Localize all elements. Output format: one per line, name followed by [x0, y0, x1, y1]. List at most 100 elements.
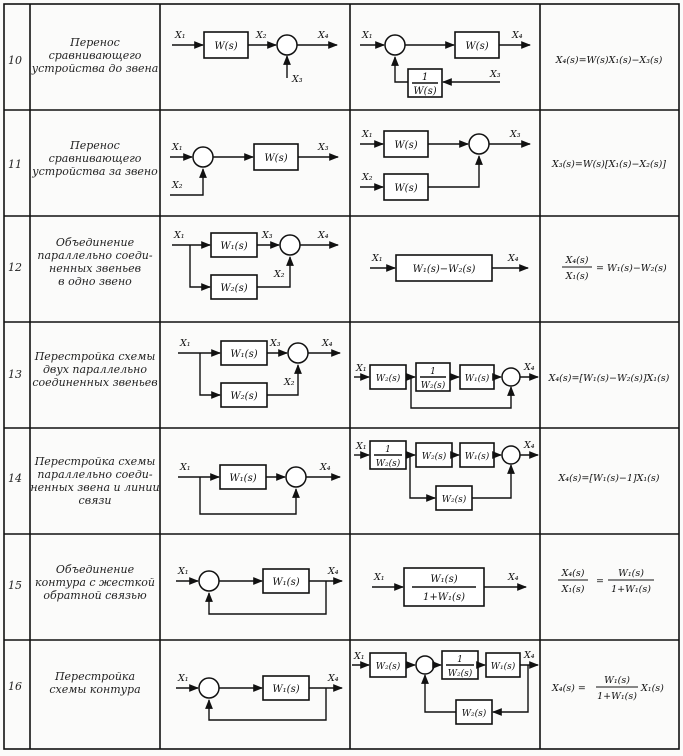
- svg-text:W(s): W(s): [413, 86, 436, 97]
- block-w1: [219, 464, 267, 490]
- comparator: [287, 342, 309, 364]
- row-title: Перестройка схемы параллельно соеди- нен…: [30, 455, 159, 507]
- block-w1: [262, 675, 310, 701]
- svg-text:Объединение: Объединение: [56, 236, 135, 249]
- comparator: [279, 234, 301, 256]
- formula: X₄(s)=[W₁(s)−1]X₁(s): [558, 473, 660, 484]
- svg-text:X₁: X₁: [179, 462, 191, 473]
- svg-text:W₂(s): W₂(s): [462, 708, 487, 719]
- svg-text:X₁: X₁: [171, 142, 183, 153]
- row-title: Объединение параллельно соеди- ненных зв…: [37, 236, 152, 288]
- equivalent-diagram: W₂(s) 1 W₂(s) W₁(s) W₂(s) X₁ X₄: [352, 650, 539, 725]
- comparator: [501, 445, 521, 465]
- row-14: 14 Перестройка схемы параллельно соеди- …: [8, 440, 660, 515]
- svg-text:X₂: X₂: [255, 30, 267, 41]
- svg-text:X₄: X₄: [317, 230, 329, 241]
- feedback-block-w2: [455, 699, 493, 725]
- svg-text:X₁: X₁: [173, 230, 185, 241]
- svg-text:X₃: X₃: [509, 129, 521, 140]
- original-diagram: W(s) X₁ X₂ X₃: [170, 142, 339, 196]
- svg-text:W₁(s): W₁(s): [229, 473, 256, 484]
- row-title: Перенос сравнивающего устройства до звен…: [31, 36, 159, 75]
- svg-text:соединенных звеньев: соединенных звеньев: [32, 376, 157, 389]
- transfer-block: [383, 173, 429, 201]
- svg-text:W₁(s): W₁(s): [272, 684, 299, 695]
- svg-text:Перестройка схемы: Перестройка схемы: [34, 350, 156, 363]
- formula: X₄(s)=W(s)X₁(s)−X₃(s): [555, 55, 663, 66]
- svg-text:контура с жесткой: контура с жесткой: [35, 576, 155, 589]
- svg-text:X₃: X₃: [269, 338, 281, 349]
- svg-text:X₂: X₂: [283, 377, 295, 388]
- svg-text:W(s): W(s): [394, 183, 417, 194]
- svg-text:1: 1: [422, 72, 428, 83]
- svg-text:X₁(s): X₁(s): [565, 271, 589, 282]
- svg-text:W₂(s): W₂(s): [448, 668, 473, 679]
- comparator: [468, 133, 490, 155]
- row-number: 13: [8, 368, 22, 381]
- svg-text:W₂(s): W₂(s): [376, 661, 401, 672]
- svg-text:параллельно соеди-: параллельно соеди-: [37, 249, 152, 262]
- comparator: [198, 570, 220, 592]
- block-w1: [485, 652, 521, 678]
- svg-text:X₄(s) =: X₄(s) =: [551, 683, 586, 694]
- row-number: 15: [8, 579, 22, 592]
- row-title: Перенос сравнивающего устройства за звен…: [31, 139, 158, 178]
- svg-text:W₁(s): W₁(s): [465, 373, 490, 384]
- svg-text:1+W₁(s): 1+W₁(s): [423, 592, 465, 603]
- svg-text:X₄: X₄: [523, 362, 535, 373]
- formula: X₃(s)=W(s)[X₁(s)−X₂(s)]: [551, 159, 666, 170]
- svg-text:X₁: X₁: [177, 566, 189, 577]
- svg-text:=: =: [596, 576, 604, 587]
- svg-text:X₂: X₂: [273, 269, 285, 280]
- svg-text:W₂(s): W₂(s): [376, 458, 401, 469]
- svg-text:1: 1: [430, 367, 436, 377]
- svg-text:X₃: X₃: [291, 74, 303, 85]
- comparator: [501, 367, 521, 387]
- svg-text:X₁: X₁: [177, 673, 189, 684]
- comparator: [384, 34, 406, 56]
- row-number: 16: [8, 680, 22, 693]
- svg-text:Перестройка схемы: Перестройка схемы: [34, 455, 156, 468]
- combined-block: [395, 254, 493, 282]
- row-11: 11 Перенос сравнивающего устройства за з…: [8, 129, 666, 201]
- svg-text:в одно звено: в одно звено: [58, 275, 132, 288]
- svg-text:Перенос: Перенос: [69, 36, 120, 49]
- svg-text:X₁: X₁: [353, 651, 365, 662]
- formula: X₄(s) X₁(s) = W₁(s)−W₂(s): [562, 255, 667, 282]
- formula: X₄(s) = W₁(s) 1+W₁(s) X₁(s): [551, 675, 664, 702]
- svg-text:параллельно соеди-: параллельно соеди-: [37, 468, 152, 481]
- row-title: Перестройка схемы контура: [49, 670, 140, 696]
- comparator: [415, 655, 435, 675]
- svg-text:X₄(s): X₄(s): [565, 255, 589, 266]
- formula: X₄(s) X₁(s) = W₁(s) 1+W₁(s): [558, 568, 654, 595]
- svg-text:W₁(s): W₁(s): [230, 349, 257, 360]
- block-w1: [210, 232, 258, 258]
- row-number: 12: [8, 261, 22, 274]
- original-diagram: W₁(s) X₁ X₄: [178, 462, 341, 515]
- svg-text:X₄: X₄: [317, 30, 329, 41]
- row-12: 12 Объединение параллельно соеди- ненных…: [8, 230, 667, 300]
- original-diagram: W₁(s) W₂(s) X₁ X₃ X₄ X₂: [178, 338, 341, 408]
- svg-text:X₁: X₁: [361, 129, 373, 140]
- svg-text:X₁(s): X₁(s): [640, 683, 664, 694]
- svg-text:W₂(s): W₂(s): [422, 451, 447, 462]
- row-number: 14: [8, 472, 22, 485]
- equivalent-diagram: W₂(s) 1 W₂(s) W₁(s) X₁ X₄: [354, 362, 539, 409]
- svg-text:W₁(s): W₁(s): [491, 661, 516, 672]
- svg-text:ненных звеньев: ненных звеньев: [49, 262, 141, 275]
- svg-text:сравнивающего: сравнивающего: [49, 152, 142, 165]
- original-diagram: W₁(s) X₁ X₄: [176, 673, 343, 721]
- svg-text:X₄: X₄: [327, 673, 339, 684]
- svg-text:X₃: X₃: [261, 230, 273, 241]
- row-title: Объединение контура с жесткой обратной с…: [35, 563, 155, 602]
- equivalent-diagram: W(s) W(s) X₁ X₂ X₃: [360, 129, 531, 201]
- svg-text:Объединение: Объединение: [56, 563, 135, 576]
- svg-text:W₁(s): W₁(s): [465, 451, 490, 462]
- row-10: 10 Перенос сравнивающего устройства до з…: [8, 30, 663, 98]
- svg-text:W₁(s): W₁(s): [430, 574, 457, 585]
- svg-text:устройства за звено: устройства за звено: [31, 165, 158, 178]
- svg-text:X₁: X₁: [373, 572, 385, 583]
- svg-text:Перенос: Перенос: [69, 139, 120, 152]
- original-diagram: W₁(s) W₂(s) X₁ X₃ X₄ X₂: [172, 230, 339, 300]
